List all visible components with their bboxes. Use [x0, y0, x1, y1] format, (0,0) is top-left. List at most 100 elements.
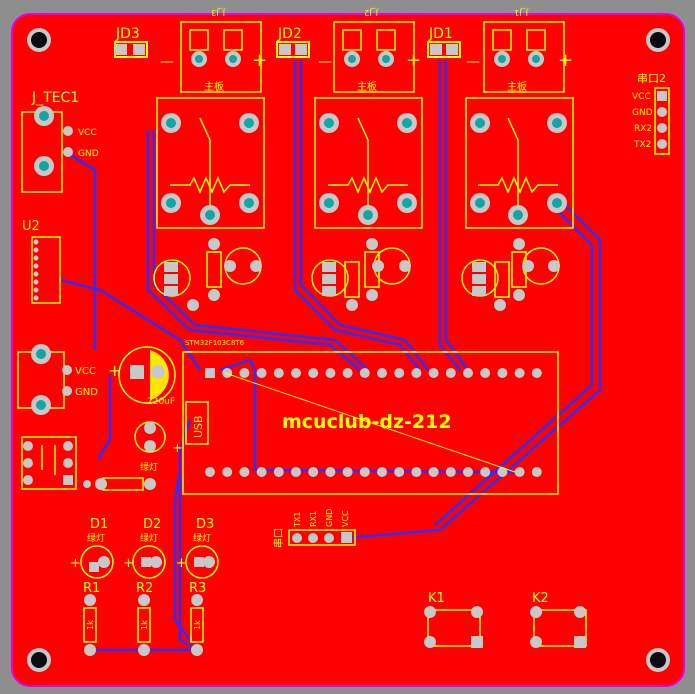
mcu-pad — [342, 467, 353, 477]
power-input: VCC GND — [17, 344, 98, 490]
relay-jd1-plus: + — [558, 50, 573, 71]
uart-label: 串口 — [273, 528, 285, 548]
mcu-pad — [394, 467, 405, 477]
mcu-pad — [463, 368, 473, 378]
resistor-r3-label: R3 — [189, 581, 206, 596]
j-tec1-module: J_TEC1 VCC GND — [21, 90, 99, 193]
uart-pin-rx1: RX1 — [309, 511, 318, 527]
resistor-r2-value: 1k — [140, 620, 149, 630]
capacitor-value: 220uF — [147, 397, 175, 407]
mcu-pad — [308, 368, 319, 378]
led-d3-plus: + — [176, 556, 187, 571]
key-k1-label: K1 — [428, 591, 445, 606]
led-d2-plus: + — [123, 556, 134, 571]
relay-jd1-pair: J_J1 — [514, 8, 529, 17]
mcu-pad — [222, 467, 233, 477]
led-resistor-group: D1 D2 D3 绿灯 绿灯 绿灯 + + + R1 R2 R3 1k 1k 1… — [70, 517, 219, 656]
led-d2-label: D2 — [143, 517, 161, 532]
led-d2-color: 绿灯 — [140, 532, 158, 544]
serial2-label: 串口2 — [637, 72, 666, 85]
mcu-pad — [480, 467, 491, 477]
mcu-pads-top — [205, 368, 542, 378]
mcu-pad — [463, 467, 473, 477]
mcu-pad — [239, 368, 250, 378]
serial2-pin-vcc: VCC — [632, 92, 651, 102]
capacitor-plus: + — [108, 361, 121, 380]
mcu-pad — [377, 368, 387, 378]
mcu-pad — [308, 467, 319, 477]
mcu-pad — [411, 368, 422, 378]
relay-jd3-plus: + — [252, 50, 267, 71]
serial2-pin-gnd: GND — [632, 108, 653, 118]
uart-header: 串口 TX1 RX1 GND VCC — [273, 509, 356, 548]
mcu-pad — [222, 368, 233, 378]
j-tec1-vcc: VCC — [78, 128, 97, 138]
power-vcc-label: VCC — [75, 366, 96, 377]
mounting-holes — [27, 28, 670, 672]
mcu-pad — [428, 467, 439, 477]
mcu-pad — [239, 467, 250, 477]
j-tec1-gnd: GND — [78, 149, 99, 159]
mcu-pad — [514, 368, 525, 378]
led-d1-plus: + — [70, 556, 81, 571]
relay-jd1-label: JD1 — [428, 26, 453, 42]
mcu-pad — [205, 368, 215, 378]
resistor-r2-label: R2 — [136, 581, 153, 596]
mcu-pad — [497, 368, 508, 378]
mcu-pad — [531, 368, 542, 378]
relay-jd3-label: JD3 — [115, 26, 140, 42]
mcu-pad — [514, 467, 525, 477]
mcu-module: mcuclub-dz-212 STM32F103C8T6 USB — [182, 339, 559, 495]
mcu-pad — [256, 467, 267, 477]
mcu-pad — [428, 368, 439, 378]
power-led: 绿灯 + — [83, 421, 183, 491]
traces — [59, 60, 602, 652]
mcu-pad — [531, 467, 542, 477]
mcu-pad — [394, 368, 405, 378]
mcu-pad — [256, 368, 267, 378]
u2-label: U2 — [22, 219, 40, 234]
mcu-pad — [273, 467, 284, 477]
serial2-header: 串口2 VCC GND RX2 TX2 — [632, 72, 670, 155]
power-led-plus: + — [172, 441, 183, 456]
mcu-pad — [325, 467, 336, 477]
resistor-r1-label: R1 — [83, 581, 100, 596]
relay-jd2-pair: J_J2 — [364, 8, 379, 17]
mcu-pad — [325, 368, 336, 378]
j-tec1-label: J_TEC1 — [31, 90, 79, 106]
serial2-pin-tx2: TX2 — [633, 140, 651, 150]
power-gnd-label: GND — [75, 387, 98, 398]
mcu-pad — [497, 467, 508, 477]
led-d1-color: 绿灯 — [87, 532, 105, 544]
mcu-pad — [480, 368, 491, 378]
mcu-pad — [359, 368, 370, 378]
relay-jd2-label: JD2 — [277, 26, 302, 42]
mcu-pads-bottom — [205, 467, 542, 477]
uart-pin-gnd: GND — [325, 509, 334, 527]
uart-pin-tx1: TX1 — [293, 512, 302, 528]
mcu-usb-label: USB — [192, 415, 205, 438]
board-outline — [11, 13, 685, 687]
mcu-pad — [445, 467, 456, 477]
relay-jd2-minus: — — [318, 54, 332, 70]
relay-jd2-terminal: 主板 — [357, 80, 377, 93]
power-led-label: 绿灯 — [140, 461, 158, 473]
relay-jd3-pair: J_J3 — [211, 8, 226, 17]
u2-module: U2 — [22, 219, 61, 304]
key-k2-label: K2 — [532, 591, 549, 606]
mcu-pad — [445, 368, 456, 378]
relay-jd3-terminal: 主板 — [204, 80, 224, 93]
mcu-pad — [359, 467, 370, 477]
mcu-pad — [273, 368, 284, 378]
mcu-title: mcuclub-dz-212 — [282, 411, 452, 433]
mcu-pad — [411, 467, 422, 477]
relay-jd1-terminal: 主板 — [507, 80, 527, 93]
led-d3-color: 绿灯 — [193, 532, 211, 544]
relay-pads — [115, 44, 567, 311]
serial2-pin-rx2: RX2 — [634, 124, 652, 134]
mcu-pad — [205, 467, 215, 477]
mcu-pad — [342, 368, 353, 378]
led-d3-label: D3 — [196, 517, 214, 532]
led-d1-label: D1 — [90, 517, 108, 532]
relay-jd1-minus: — — [466, 54, 480, 70]
